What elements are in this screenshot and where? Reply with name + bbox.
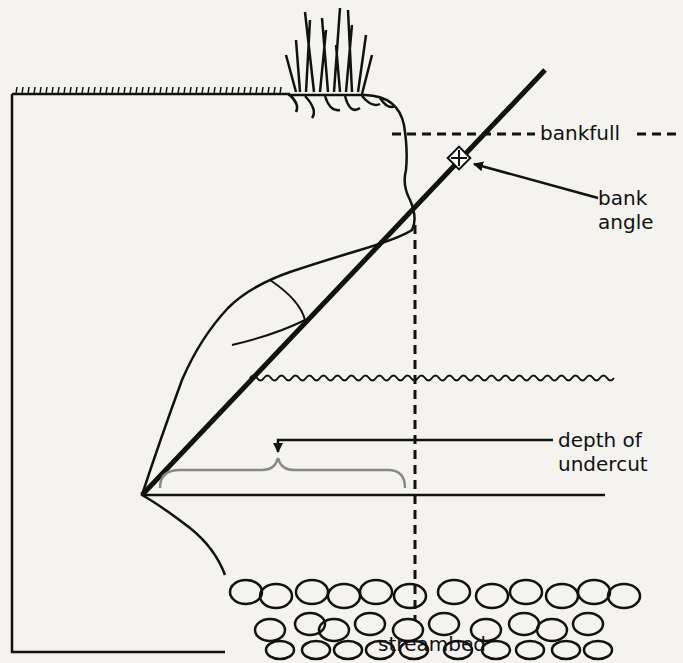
leader-arrow	[278, 440, 553, 452]
bankfull-label: bankfull	[540, 121, 640, 145]
clinometer-marker	[448, 147, 471, 170]
water-surface	[250, 376, 614, 381]
frame-line	[12, 94, 225, 652]
undercut-label: depth of undercut	[558, 428, 678, 476]
vegetation	[286, 8, 395, 118]
bankfull-line	[392, 133, 535, 136]
streambed-stones	[230, 580, 640, 659]
ground-line	[12, 93, 290, 96]
streambed-label: streambed	[372, 632, 492, 656]
vertical-dashed-line	[414, 225, 417, 620]
leader-arrow	[474, 164, 598, 198]
bank-profile	[142, 95, 415, 575]
undercut-bracket	[160, 458, 405, 488]
grass-hatch	[16, 87, 281, 94]
bank-angle-label: bank angle	[598, 186, 678, 234]
reference-line	[142, 494, 605, 497]
bankfull-line	[637, 133, 680, 136]
bank-angle-line	[142, 70, 545, 495]
